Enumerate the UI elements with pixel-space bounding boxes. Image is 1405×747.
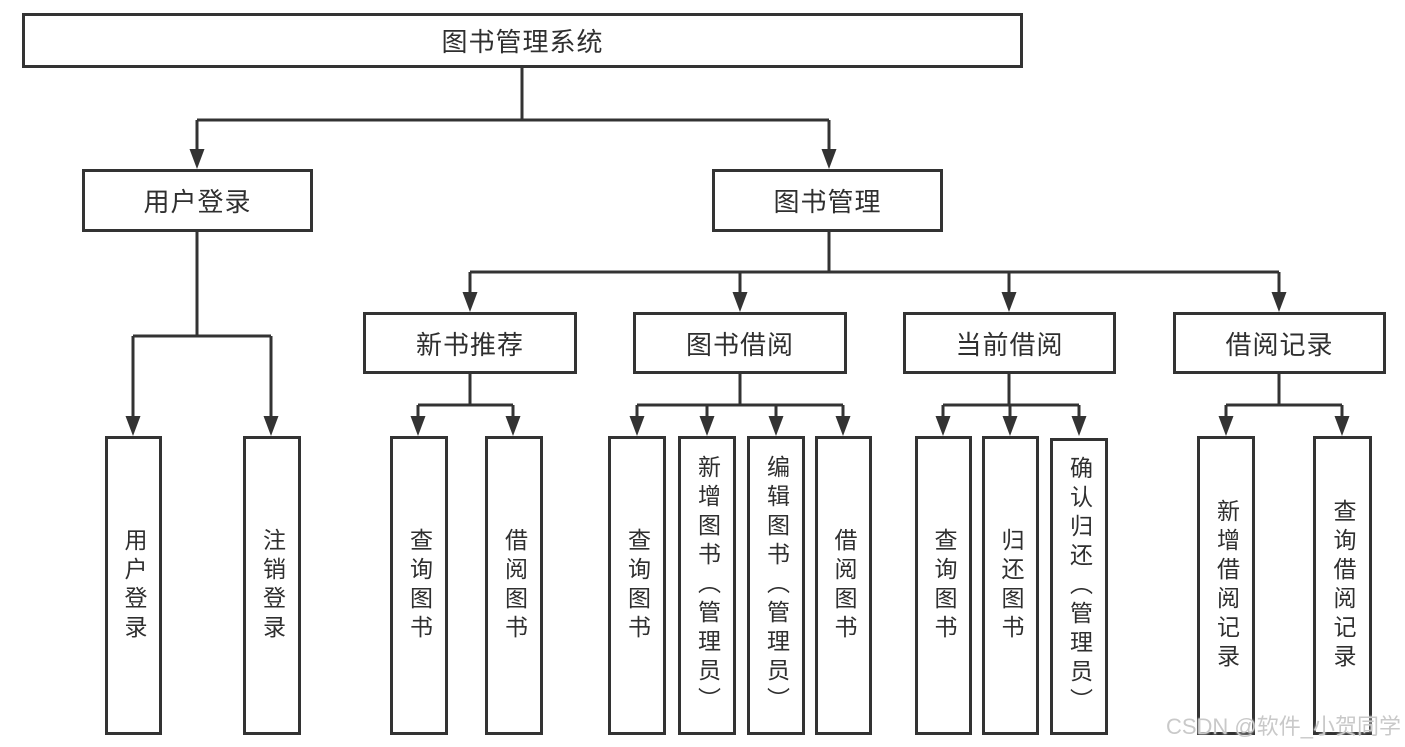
connector-new-book-recommend-children: [410, 374, 521, 436]
connector-user-login-children: [125, 232, 279, 436]
connector-book-borrowing-children: [629, 374, 851, 436]
node-book-management: 图书管理: [712, 169, 943, 232]
node-borrowing-records: 借阅记录: [1173, 312, 1386, 374]
csdn-watermark: CSDN @软件_小贺同学: [1165, 714, 1401, 739]
node-nbr-borrow-books: 借阅图书: [485, 436, 543, 735]
node-current-borrowing: 当前借阅: [903, 312, 1116, 374]
node-nbr-query-books: 查询图书: [390, 436, 448, 735]
node-user-login-leaf: 用户登录: [105, 436, 162, 735]
node-cb-return-books: 归还图书: [982, 436, 1039, 735]
connector-book-management-children: [462, 232, 1287, 312]
connector-current-borrowing-children: [935, 374, 1087, 436]
node-logout-leaf: 注销登录: [243, 436, 301, 735]
connector-root-to-level2: [189, 68, 837, 169]
node-bb-edit-books-admin: 编辑图书（管理员）: [747, 436, 805, 735]
node-cb-confirm-return-admin: 确认归还（管理员）: [1050, 438, 1108, 735]
node-library-management-system: 图书管理系统: [22, 13, 1023, 68]
node-cb-query-books: 查询图书: [915, 436, 972, 735]
connector-borrowing-records-children: [1218, 374, 1350, 436]
node-bb-borrow-books: 借阅图书: [815, 436, 872, 735]
node-new-book-recommend: 新书推荐: [363, 312, 577, 374]
node-bb-query-books: 查询图书: [608, 436, 666, 735]
node-br-query-record: 查询借阅记录: [1313, 436, 1372, 735]
node-book-borrowing: 图书借阅: [633, 312, 847, 374]
node-user-login: 用户登录: [82, 169, 313, 232]
node-bb-add-books-admin: 新增图书（管理员）: [678, 436, 736, 735]
node-br-add-record: 新增借阅记录: [1197, 436, 1255, 735]
